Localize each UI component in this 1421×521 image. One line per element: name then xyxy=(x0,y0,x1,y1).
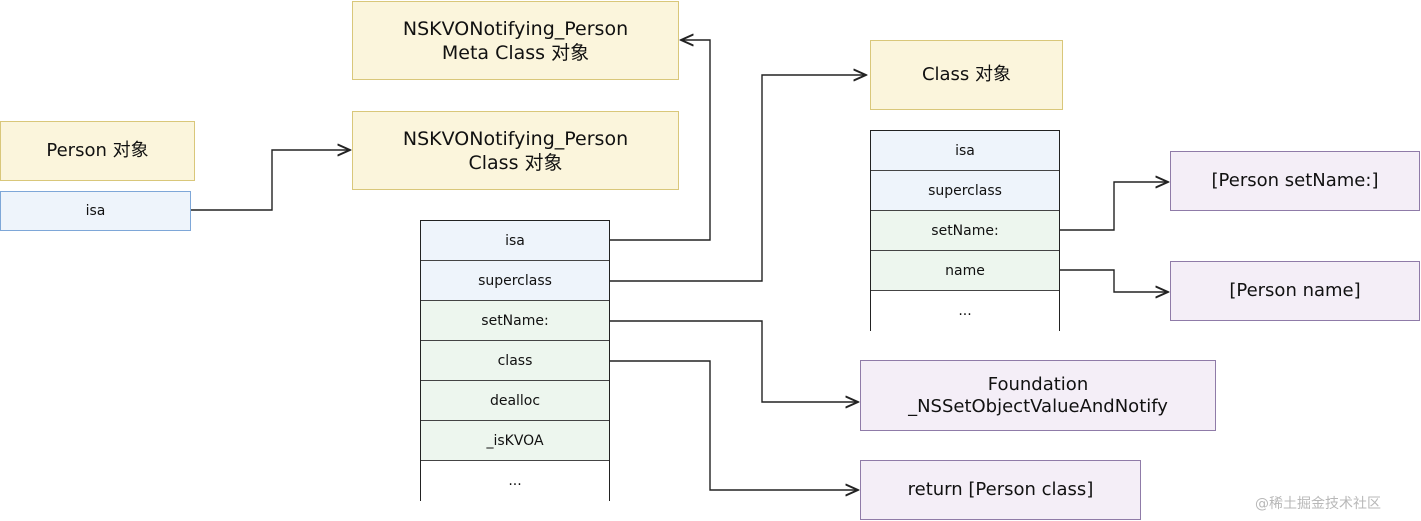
row-label: ... xyxy=(508,473,522,489)
class-object-label: Class 对象 xyxy=(921,64,1012,85)
arrow-class-name-to-impl xyxy=(1060,269,1168,292)
arrow-isa-to-nskvo-class xyxy=(191,150,350,211)
table-row: setName: xyxy=(421,301,609,341)
return-person-class-label: return [Person class] xyxy=(907,479,1094,500)
foundation-line1: Foundation xyxy=(987,373,1089,395)
foundation-line2: _NSSetObjectValueAndNotify xyxy=(908,395,1168,417)
row-label: isa xyxy=(505,232,525,249)
nskvo-meta-class-line2: Meta Class 对象 xyxy=(441,41,590,64)
return-person-class-box: return [Person class] xyxy=(860,460,1141,520)
nskvo-meta-class-box: NSKVONotifying_Person Meta Class 对象 xyxy=(352,1,679,80)
table-row: setName: xyxy=(871,211,1059,251)
table-row: ... xyxy=(871,291,1059,331)
class-table: isa superclass setName: name ... xyxy=(870,130,1060,331)
person-isa-label: isa xyxy=(85,203,106,219)
row-label: setName: xyxy=(931,222,999,239)
table-row: dealloc xyxy=(421,381,609,421)
table-row: _isKVOA xyxy=(421,421,609,461)
table-row: isa xyxy=(871,131,1059,171)
arrow-setname-to-foundation xyxy=(610,320,858,402)
row-label: name xyxy=(945,262,985,279)
table-row: isa xyxy=(421,221,609,261)
person-setname-label: [Person setName:] xyxy=(1211,170,1379,191)
arrow-class-to-return xyxy=(610,360,858,490)
arrow-class-setname-to-impl xyxy=(1060,182,1168,231)
row-label: setName: xyxy=(481,312,549,329)
table-row: superclass xyxy=(871,171,1059,211)
nskvo-class-box: NSKVONotifying_Person Class 对象 xyxy=(352,111,679,190)
nskvo-meta-class-line1: NSKVONotifying_Person xyxy=(402,17,629,40)
row-label: superclass xyxy=(478,272,552,289)
row-label: _isKVOA xyxy=(486,432,544,449)
person-isa-box: isa xyxy=(0,191,191,231)
table-row: superclass xyxy=(421,261,609,301)
class-object-box: Class 对象 xyxy=(870,40,1063,110)
nskvo-class-table: isa superclass setName: class dealloc _i… xyxy=(420,220,610,501)
person-name-label: [Person name] xyxy=(1229,280,1361,301)
row-label: dealloc xyxy=(489,392,541,409)
table-row: class xyxy=(421,341,609,381)
person-name-box: [Person name] xyxy=(1170,261,1420,321)
person-object-box: Person 对象 xyxy=(0,121,195,181)
table-row: ... xyxy=(421,461,609,501)
row-label: class xyxy=(497,352,533,369)
nskvo-class-line1: NSKVONotifying_Person xyxy=(402,127,629,150)
table-row: name xyxy=(871,251,1059,291)
person-object-label: Person 对象 xyxy=(46,140,149,161)
foundation-box: Foundation _NSSetObjectValueAndNotify xyxy=(860,360,1216,431)
nskvo-class-line2: Class 对象 xyxy=(468,151,563,174)
row-label: superclass xyxy=(928,182,1002,199)
row-label: isa xyxy=(955,142,975,159)
person-setname-box: [Person setName:] xyxy=(1170,151,1420,211)
row-label: ... xyxy=(958,303,972,319)
watermark: @稀土掘金技术社区 xyxy=(1255,496,1381,512)
